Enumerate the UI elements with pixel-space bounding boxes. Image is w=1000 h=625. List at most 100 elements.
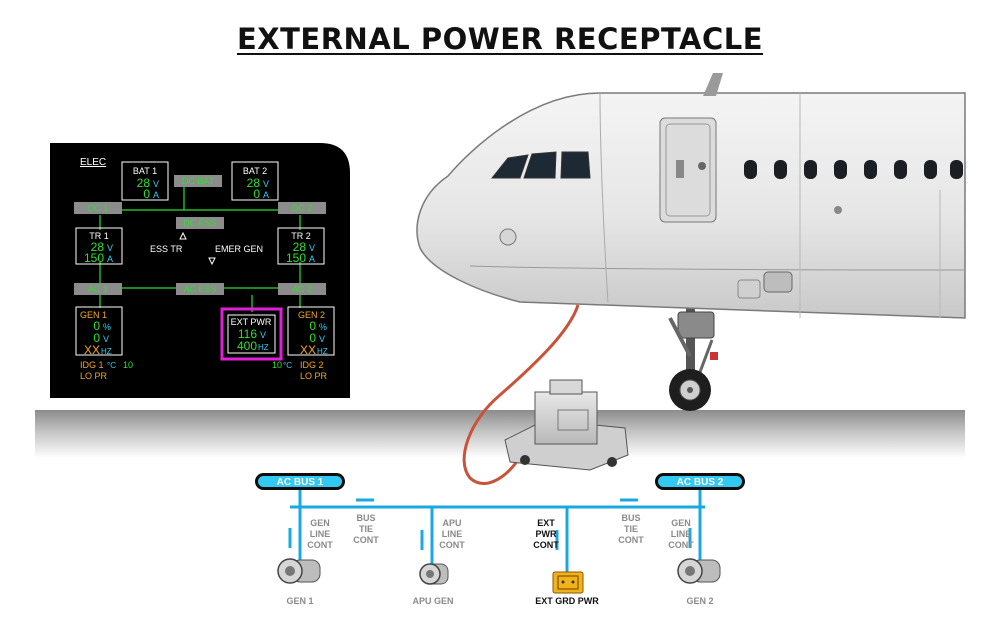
nose-gear — [668, 305, 718, 411]
ground-power-cable — [462, 304, 580, 485]
svg-text:0: 0 — [309, 319, 316, 333]
svg-text:CONT: CONT — [353, 535, 379, 545]
gen1-box: GEN 1 0 % 0 V XX HZ — [75, 306, 123, 357]
tr1-box: TR 1 28 V 150 A — [75, 227, 123, 265]
svg-text:TR 2: TR 2 — [291, 231, 311, 241]
svg-text:CONT: CONT — [307, 540, 333, 550]
idg1-label: IDG 1 — [80, 360, 104, 370]
apu-generator-icon — [419, 563, 449, 585]
svg-text:BAT 1: BAT 1 — [133, 166, 157, 176]
ac-bus-1: AC BUS 1 — [255, 473, 345, 490]
bus-tie-cont-1-label: BUS — [356, 513, 375, 523]
gen2-generator-icon — [677, 558, 721, 584]
svg-text:150: 150 — [286, 251, 306, 265]
svg-text:V: V — [107, 243, 113, 253]
svg-text:%: % — [103, 322, 111, 332]
dc2-bus: DC 2 — [292, 203, 313, 213]
tr2-box: TR 2 28 V 150 A — [277, 227, 325, 265]
gen1-line-cont-label: GEN — [310, 518, 330, 528]
svg-text:0: 0 — [253, 187, 260, 201]
idg1-status: LO PR — [80, 371, 108, 381]
svg-text:LINE: LINE — [310, 529, 331, 539]
svg-text:0: 0 — [309, 331, 316, 345]
svg-text:CONT: CONT — [533, 540, 559, 550]
ext-grd-pwr-icon — [552, 571, 584, 594]
svg-text:V: V — [309, 243, 315, 253]
svg-text:A: A — [107, 254, 113, 264]
svg-text:A: A — [263, 190, 269, 200]
idg2-status: LO PR — [300, 371, 328, 381]
svg-text:150: 150 — [84, 251, 104, 265]
svg-text:%: % — [319, 322, 327, 332]
ess-tr-label: ESS TR — [150, 244, 183, 254]
bat2-box: BAT 2 28 V 0 A — [231, 161, 279, 201]
page-title: EXTERNAL POWER RECEPTACLE — [236, 22, 764, 56]
apu-line-cont-label: APU — [442, 518, 461, 528]
svg-text:GEN 1: GEN 1 — [80, 310, 107, 320]
cabin-windows — [744, 160, 963, 179]
svg-text:0: 0 — [93, 319, 100, 333]
gen1-generator-icon — [277, 558, 321, 584]
svg-text:0: 0 — [93, 331, 100, 345]
svg-text:BAT 2: BAT 2 — [243, 166, 267, 176]
svg-text:A: A — [309, 254, 315, 264]
idg1-temp: 10 — [123, 360, 133, 370]
ecam-page-label: ELEC — [80, 157, 106, 168]
svg-text:CONT: CONT — [668, 540, 694, 550]
svg-text:PWR: PWR — [536, 529, 557, 539]
gen2-label: GEN 2 — [686, 596, 713, 606]
gen1-label: GEN 1 — [286, 596, 313, 606]
idg2-label: IDG 2 — [300, 360, 324, 370]
gen2-box: GEN 2 0 % 0 V XX HZ — [287, 306, 335, 357]
svg-text:V: V — [103, 334, 109, 344]
svg-text:28: 28 — [91, 240, 105, 254]
ground-power-unit — [504, 379, 629, 471]
svg-text:V: V — [153, 179, 159, 189]
idg2-temp: 10 — [272, 360, 282, 370]
svg-text:28: 28 — [293, 240, 307, 254]
ground-strip — [35, 410, 965, 458]
ac-bus-2: AC BUS 2 — [655, 473, 745, 490]
gen2-line-cont-label: GEN — [671, 518, 691, 528]
svg-text:A: A — [153, 190, 159, 200]
svg-text:400: 400 — [237, 339, 257, 353]
ext-grd-pwr-label: EXT GRD PWR — [535, 596, 599, 606]
svg-text:LINE: LINE — [442, 529, 463, 539]
svg-text:V: V — [260, 330, 266, 340]
dc-bat-bus: DC BAT — [182, 176, 215, 186]
svg-text:TR 1: TR 1 — [89, 231, 109, 241]
ac-ess-bus: AC ESS — [183, 284, 216, 294]
svg-text:V: V — [263, 179, 269, 189]
ext-pwr-box: EXT PWR 116 V 400 HZ — [220, 307, 283, 361]
svg-text:HZ: HZ — [317, 347, 328, 356]
svg-text:AC BUS 2: AC BUS 2 — [677, 477, 724, 488]
svg-text:28: 28 — [137, 176, 151, 190]
ext-pwr-cont-label: EXT — [537, 518, 555, 528]
svg-text:HZ: HZ — [101, 347, 112, 356]
emer-gen-label: EMER GEN — [215, 244, 263, 254]
svg-text:0: 0 — [143, 187, 150, 201]
svg-text:XX: XX — [300, 343, 316, 357]
apu-gen-label: APU GEN — [412, 596, 453, 606]
svg-text:28: 28 — [247, 176, 261, 190]
bus-tie-cont-2-label: BUS — [621, 513, 640, 523]
svg-text:CONT: CONT — [618, 535, 644, 545]
svg-text:GEN 2: GEN 2 — [298, 310, 325, 320]
dc-ess-bus: DC ESS — [183, 218, 217, 228]
ecam-elec-page: ELEC DC 1 DC BAT DC ESS DC 2 AC 1 AC ES — [50, 143, 350, 398]
dc1-bus: DC 1 — [88, 203, 109, 213]
aircraft-illustration — [416, 73, 966, 411]
svg-text:V: V — [319, 334, 325, 344]
svg-text:AC BUS 1: AC BUS 1 — [277, 477, 324, 488]
svg-text:116: 116 — [238, 327, 257, 341]
svg-text:CONT: CONT — [439, 540, 465, 550]
svg-text:TIE: TIE — [624, 524, 638, 534]
svg-text:XX: XX — [84, 343, 100, 357]
ac1-bus: AC 1 — [88, 284, 108, 294]
bat1-box: BAT 1 28 V 0 A — [121, 161, 169, 201]
svg-text:HZ: HZ — [258, 343, 269, 352]
svg-text:EXT PWR: EXT PWR — [231, 317, 272, 327]
svg-text:TIE: TIE — [359, 524, 373, 534]
svg-text:°C: °C — [107, 361, 116, 370]
ac-distribution-schematic: AC BUS 1 AC BUS 2 GEN LINE CONT BUS TIE … — [255, 473, 745, 606]
